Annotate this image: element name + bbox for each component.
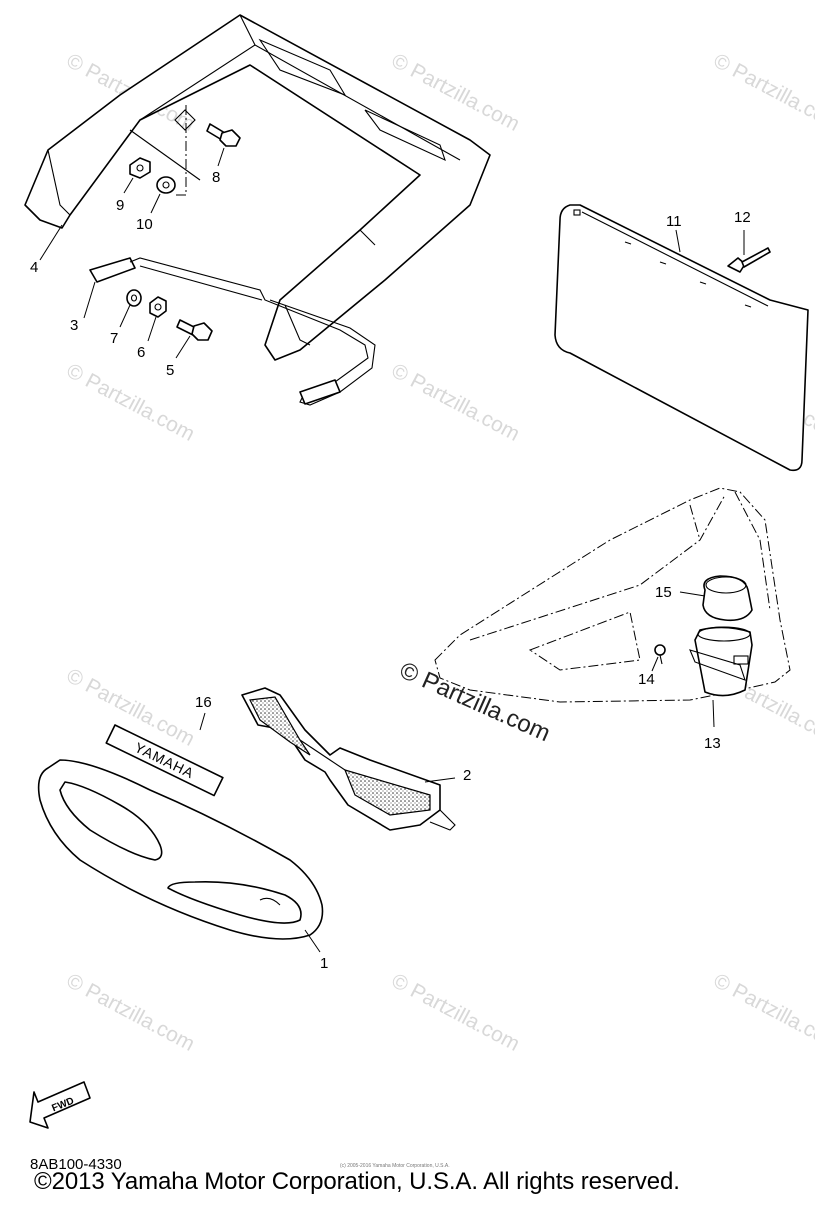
callout-11: 11 [666,213,682,230]
callout-labels: 1 2 3 4 5 6 7 8 9 10 11 12 13 14 15 16 [30,169,751,972]
callout-13: 13 [704,735,721,752]
callout-6: 6 [137,344,145,361]
faint-watermark: © Partzilla.com [710,969,815,1056]
faint-watermark: © Partzilla.com [710,49,815,136]
part-14-screw[interactable] [654,644,666,665]
copyright-notice: ©2013 Yamaha Motor Corporation, U.S.A. A… [34,1168,680,1195]
part-12-rivet[interactable] [727,247,771,273]
part-5-bolt[interactable] [176,319,213,341]
part-1-cowl[interactable] [37,759,324,940]
diagram-code: 8AB100-4330 [30,1156,122,1173]
callout-1: 1 [320,955,328,972]
part-8-bolt[interactable] [206,123,241,147]
tail-light-housing [434,487,791,703]
callout-8: 8 [212,169,220,186]
part-9-nut[interactable] [129,157,151,179]
part-11-panel[interactable] [554,204,809,472]
tiny-copyright: (c) 2005-2016 Yamaha Motor Corporation, … [340,1163,450,1169]
callout-5: 5 [166,362,174,379]
callout-4: 4 [30,259,38,276]
callout-3: 3 [70,317,78,334]
part-7-washer[interactable] [126,289,142,307]
faint-watermark: © Partzilla.com [63,969,199,1056]
part-10-washer[interactable] [156,176,176,194]
part-6-nut[interactable] [149,296,167,318]
callout-15: 15 [655,584,672,601]
callout-9: 9 [116,197,124,214]
fwd-arrow-icon: FWD [29,1081,91,1129]
part-2-duct[interactable] [241,687,456,831]
callout-2: 2 [463,767,471,784]
main-watermark: © Partzilla.com [396,657,555,747]
callout-7: 7 [110,330,118,347]
part-3-support-rod[interactable] [89,257,376,406]
callout-12: 12 [734,209,751,226]
faint-watermark: © Partzilla.com [388,359,524,446]
part-4-rear-frame[interactable] [24,14,491,361]
leader-lines [39,147,745,953]
callout-10: 10 [136,216,153,233]
faint-watermark: © Partzilla.com [63,359,199,446]
faint-watermark: © Partzilla.com [388,969,524,1056]
part-13-socket[interactable] [689,626,753,697]
part-15-lens[interactable] [702,575,753,622]
callout-14: 14 [638,671,655,688]
callout-16: 16 [195,694,212,711]
